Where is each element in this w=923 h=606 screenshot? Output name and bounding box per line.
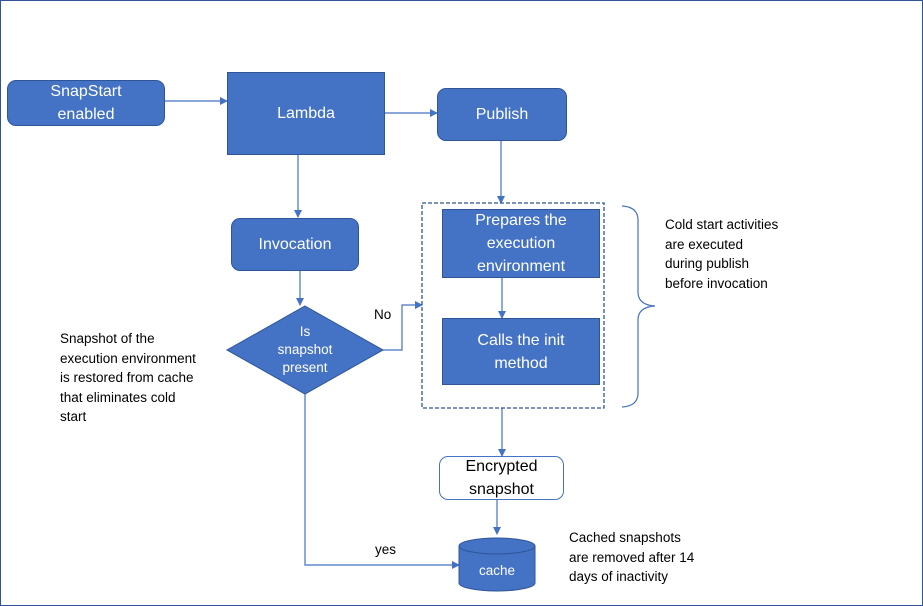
publish-group-dashed [421, 202, 605, 409]
snapshot-restored-note: Snapshot of the execution environment is… [60, 331, 196, 424]
invocation-node: Invocation [231, 218, 359, 271]
edge-label-no: No [374, 307, 392, 322]
cached-removed-note: Cached snapshots are removed after 14 da… [569, 530, 695, 584]
edge-label-yes: yes [375, 542, 397, 557]
cache-cylinder [458, 537, 536, 592]
encrypted-snapshot-node: Encrypted snapshot [439, 456, 564, 500]
lambda-node: Lambda [227, 72, 385, 155]
edge-decision-no [383, 301, 423, 351]
edge-decision-yes [304, 393, 460, 569]
cold-start-note: Cold start activities are executed durin… [665, 217, 779, 291]
calls-init-node: Calls the init method [442, 318, 600, 385]
snapstart-enabled-node: SnapStart enabled [7, 80, 165, 126]
cache-label: cache [478, 563, 516, 578]
prepares-environment-node: Prepares the execution environment [442, 209, 600, 278]
decision-label: Is snapshot present [277, 324, 333, 375]
decision-diamond [225, 305, 385, 395]
publish-node: Publish [437, 88, 567, 141]
curly-brace [621, 205, 656, 408]
